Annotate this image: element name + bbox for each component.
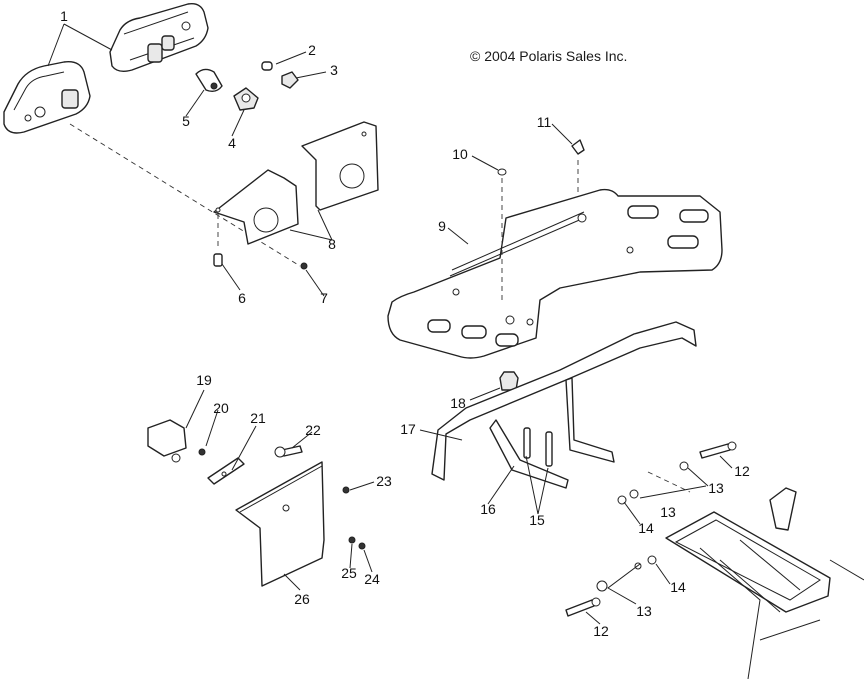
washer-10: [497, 168, 507, 302]
callout-7: 7: [320, 290, 328, 306]
license-plate: [235, 461, 325, 587]
callout-10: 10: [452, 146, 468, 162]
callout-14-upper: 14: [638, 520, 654, 536]
nut-25: [348, 536, 356, 544]
washer-13-upper: [679, 461, 689, 471]
bracket-rear: [301, 121, 379, 211]
washer-13-mid: [629, 489, 639, 499]
callout-4: 4: [228, 135, 236, 151]
bolt-22: [274, 445, 303, 458]
washer-24: [358, 542, 366, 550]
callout-23: 23: [376, 473, 392, 489]
callout-11: 11: [536, 114, 552, 130]
bolt-15: [545, 431, 553, 467]
bulb-3: [281, 71, 299, 89]
taillight-upper: [109, 2, 209, 73]
bolt-11: [571, 139, 585, 196]
callout-19: 19: [196, 372, 212, 388]
callout-2: 2: [308, 42, 316, 58]
callout-25: 25: [341, 565, 357, 581]
nut-23: [342, 486, 350, 494]
callout-9: 9: [438, 218, 446, 234]
callout-3: 3: [330, 62, 338, 78]
bracket-21: [207, 457, 245, 485]
leader-lines: [47, 23, 733, 625]
callout-24: 24: [364, 571, 380, 587]
vehicle-frame: [665, 487, 864, 679]
callout-20: 20: [213, 400, 229, 416]
bulb-5: [195, 68, 223, 93]
callout-18: 18: [450, 395, 466, 411]
bolt-16: [523, 427, 531, 459]
nut-7: [300, 262, 308, 270]
callout-22: 22: [305, 422, 321, 438]
callout-13-mid: 13: [660, 504, 676, 520]
nut-20: [198, 448, 206, 456]
socket-4: [233, 87, 259, 111]
callout-21: 21: [250, 410, 266, 426]
spacer-18: [499, 371, 519, 391]
callout-17: 17: [400, 421, 416, 437]
bolt-6: [213, 214, 223, 267]
callout-12-upper: 12: [734, 463, 750, 479]
rack-plate: [387, 188, 723, 359]
bracket-19: [147, 419, 187, 463]
bulb-2: [261, 61, 273, 71]
copyright-notice: © 2004 Polaris Sales Inc.: [470, 48, 628, 64]
taillight-lower: [3, 61, 91, 134]
nut-14-lower: [647, 555, 657, 565]
callout-1: 1: [60, 8, 68, 24]
washer-13-lower: [596, 580, 608, 592]
callout-26: 26: [294, 591, 310, 607]
callout-12-lower: 12: [593, 623, 609, 639]
callout-6: 6: [238, 290, 246, 306]
callout-5: 5: [182, 113, 190, 129]
callout-16: 16: [480, 501, 496, 517]
callout-13-lower: 13: [636, 603, 652, 619]
callout-15: 15: [529, 512, 545, 528]
bracket-front: [213, 169, 299, 245]
callout-8: 8: [328, 236, 336, 252]
callout-14-lower: 14: [670, 579, 686, 595]
bolt-12-upper: [699, 441, 737, 459]
callout-13-upper: 13: [708, 480, 724, 496]
rack-frame-tube: [431, 321, 697, 489]
bolt-12-lower: [565, 597, 601, 617]
